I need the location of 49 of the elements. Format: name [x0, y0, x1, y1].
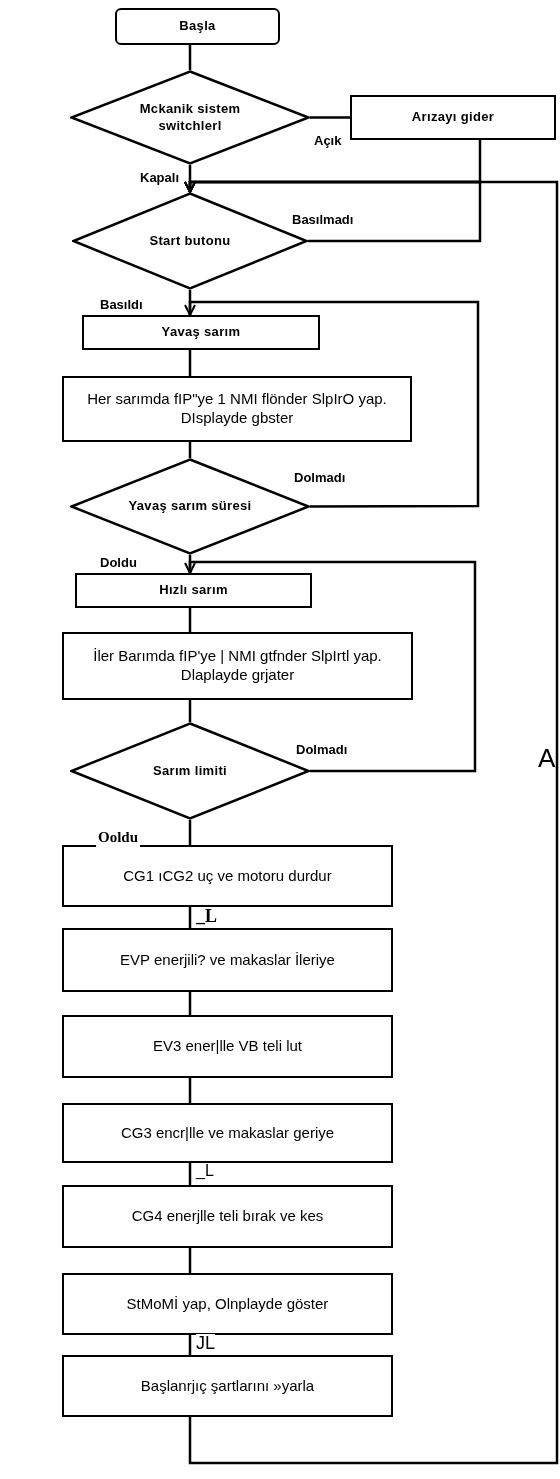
process-box	[62, 1015, 393, 1078]
node-text: Başlanrjıç şartlarını »yarla	[139, 1376, 316, 1396]
process-box	[62, 1355, 393, 1417]
connector-line	[188, 1248, 192, 1273]
decision-diamond	[70, 70, 310, 165]
connector-line	[310, 116, 350, 119]
connector-line	[188, 820, 192, 845]
connector-line	[188, 1163, 192, 1185]
node-text: CG3 encr|lle ve makaslar geriye	[119, 1123, 336, 1143]
process-box	[62, 632, 413, 700]
node-text: Hızlı sarım	[158, 582, 229, 599]
connector-line	[188, 700, 192, 722]
node-text: Her sarımda fIP"ye 1 NMI flönder SlpIrO yap. DIsplayde gbster	[86, 390, 388, 428]
process-box	[62, 1273, 393, 1335]
connector-line	[188, 992, 192, 1015]
node-text: Arızayı gider	[410, 109, 496, 126]
node-text: Start butonu	[149, 232, 231, 250]
node-text: Yavaş sarım	[160, 324, 242, 341]
node-text: StMoMİ yap, Olnplayde göster	[125, 1294, 330, 1314]
process-box	[62, 1185, 393, 1248]
connector-line	[188, 907, 192, 928]
connector-line	[188, 350, 192, 376]
process-box	[75, 573, 312, 608]
process-box	[62, 376, 412, 442]
process-box	[350, 95, 556, 140]
node-text: CG1 ıCG2 uç ve motoru durdur	[122, 866, 333, 886]
junction-mark: _L	[196, 907, 217, 925]
connector-line	[188, 1335, 192, 1355]
node-text: Mckanik sistem switchlerl	[138, 101, 242, 134]
start-box	[115, 8, 280, 45]
junction-mark: JL	[196, 1334, 215, 1352]
node-text: CG4 enerjlle teli bırak ve kes	[130, 1207, 325, 1226]
connector-line	[188, 1078, 192, 1103]
process-box	[62, 1103, 393, 1163]
process-box	[82, 315, 320, 350]
process-box	[62, 845, 393, 907]
node-text: İler Barımda fIP'ye | NMI gtfnder SlpIrtl yap. Dlaplayde grjater	[92, 647, 383, 685]
connector-line	[188, 45, 192, 70]
connector-line	[184, 560, 477, 773]
process-box	[62, 928, 393, 992]
node-text: Başla	[178, 18, 217, 35]
node-text: EVP enerjili? ve makaslar İleriye	[119, 950, 336, 970]
connector-line	[184, 180, 559, 1465]
node-text: Sarım limiti	[153, 762, 227, 780]
node-text: EV3 ener|lle VB teli lut	[152, 1037, 303, 1056]
junction-mark: _L	[196, 1163, 214, 1179]
connector-line	[184, 300, 480, 508]
connector-line	[188, 608, 192, 632]
node-text: Yavaş sarım süresi	[128, 498, 252, 515]
